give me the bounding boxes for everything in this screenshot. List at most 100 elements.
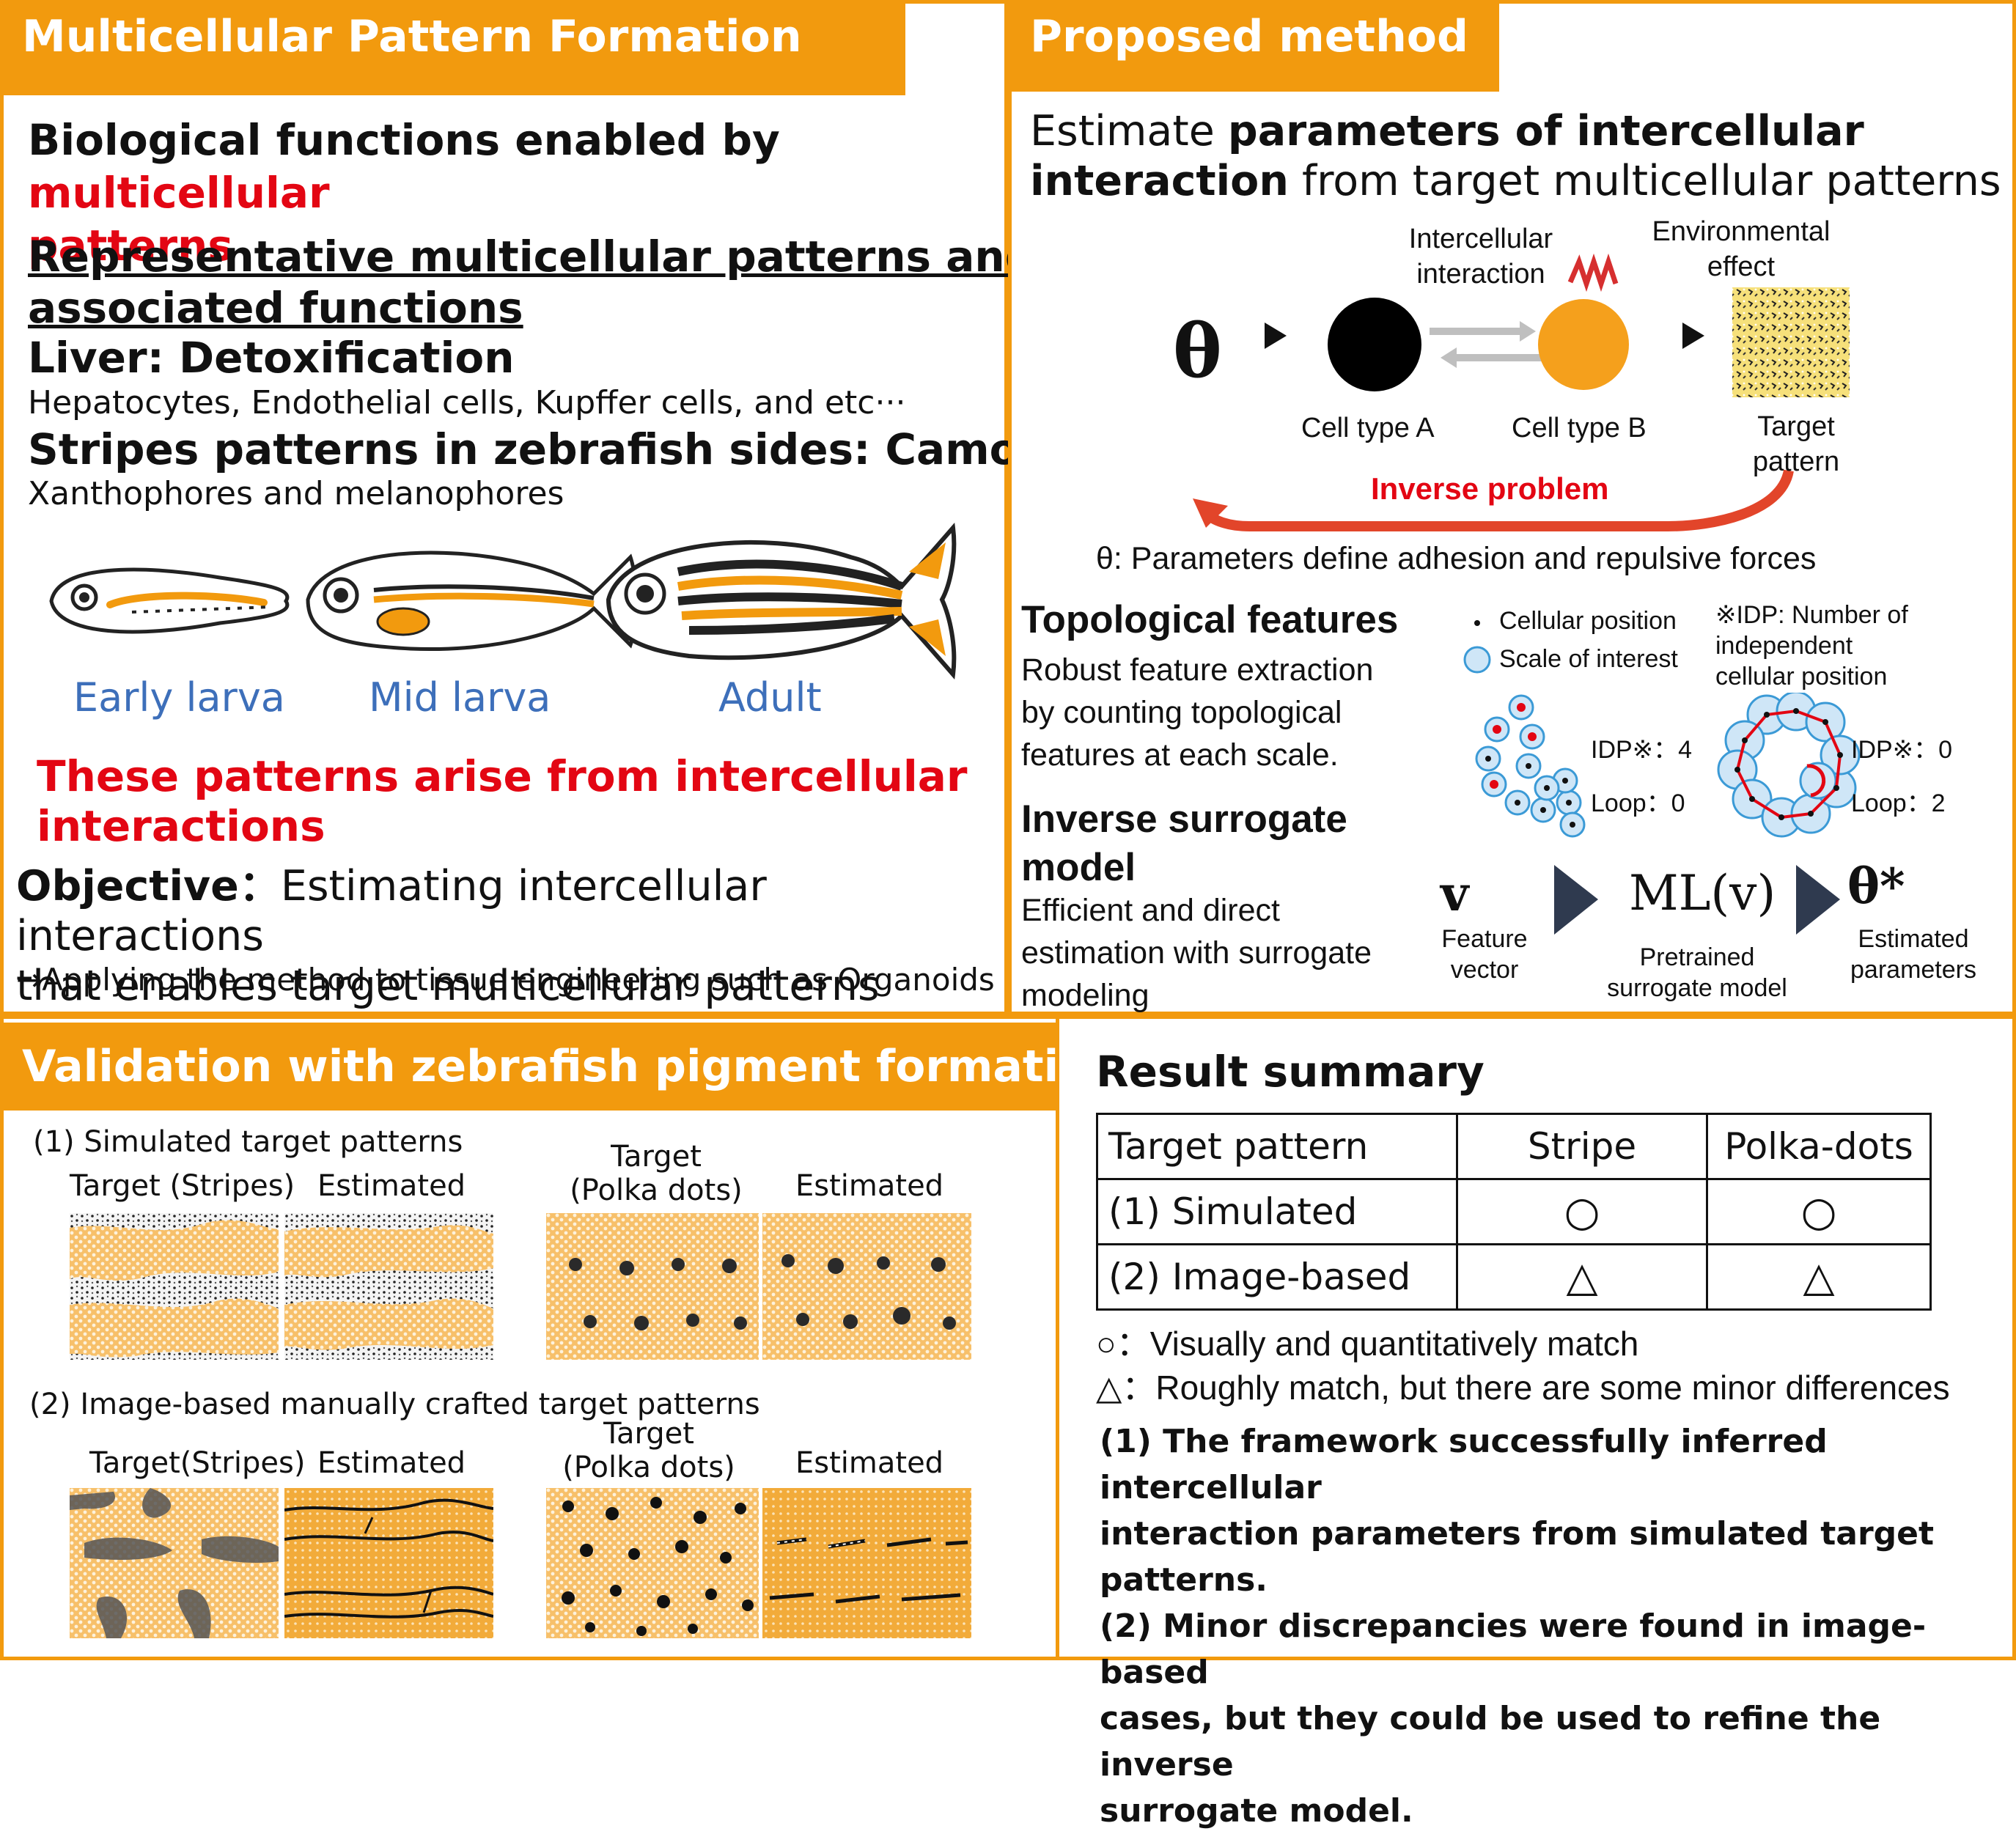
topo-line-2: by counting topological [1021,695,1342,730]
sim-polka-line-2: (Polka dots) [570,1174,743,1207]
table-header-cell: Polka-dots [1706,1113,1932,1180]
objective-label: Objective： [16,862,281,910]
table-cell: (2) Image-based [1096,1243,1458,1311]
inv-line-2: estimation with surrogate [1021,935,1372,971]
inverse-surrogate-title: Inverse surrogate model [1021,795,1347,892]
pretrained-line-1: Pretrained [1639,943,1755,971]
liver-cells: Hepatocytes, Endothelial cells, Kupffer … [28,384,906,421]
adult-fish-icon [606,522,957,680]
conclusions: (1) The framework successfully inferred … [1100,1418,2016,1834]
topo-desc: Robust feature extraction by counting to… [1021,649,1373,776]
intercellular-line-1: Intercellular [1408,224,1553,254]
arise-line-1: These patterns arise from intercellular [37,751,968,801]
formation-title: Multicellular Pattern Formation [0,0,905,95]
idp-note-2: independent [1715,632,1853,660]
table-header-cell: Target pattern [1096,1113,1458,1180]
idp-note-1: ※IDP: Number of [1715,601,1908,629]
stage-mid-larva: Mid larva [369,674,551,721]
stage-early-larva: Early larva [73,674,285,721]
stage-adult: Adult [718,674,822,721]
method-intro: Estimate parameters of intercellular int… [1030,106,2005,206]
img-polka-estimated [762,1488,971,1638]
legend-circle: ○：Visually and quantitatively match [1096,1325,1639,1363]
stripe-cells: Xanthophores and melanophores [28,475,564,512]
method-panel [1008,0,2016,1015]
sim-target-polka-label: Target(Polka dots) [568,1140,744,1207]
img-estimated-label-2: Estimated [795,1446,944,1480]
feature-line-2: vector [1450,956,1519,984]
validation-divider [1056,1015,1059,1660]
img-polka-target [546,1488,759,1638]
rep-patterns-heading: Representative multicellular patterns an… [28,231,1035,334]
arise-line-2: interactions [37,801,325,851]
est-text-c: interaction [1030,157,1289,205]
conclusion-line-3: (2) Minor discrepancies were found in im… [1100,1607,1927,1691]
cell-a-label: Cell type A [1301,413,1435,443]
est-text-b: parameters of intercellular [1227,107,1864,155]
rep-title-line-1: Representative multicellular patterns an… [28,232,1036,281]
results-table: Target pattern Stripe Polka-dots (1) Sim… [1096,1113,1932,1311]
img-title: (2) Image-based manually crafted target … [29,1388,760,1421]
legend-cell-position: Cellular position [1499,607,1677,635]
applying-note: →Applying the method to tissue engineeri… [16,962,995,998]
pretrained-label: Pretrained surrogate model [1591,942,1803,1003]
objective-text-1: Estimating intercellular interactions [16,862,767,960]
img-polka-line-1: Target [603,1417,694,1451]
bio-functions-highlight: multicellular [28,168,330,218]
validation-title: Validation with zebrafish pigment format… [0,1023,1147,1111]
conclusion-line-4: cases, but they could be used to refine … [1100,1700,1881,1783]
inv-line-3: modeling [1021,978,1149,1013]
idp-note-3: cellular position [1715,663,1888,690]
cell-b-label: Cell type B [1512,413,1647,443]
formation-panel [0,0,1008,1015]
table-cell: ○ [1456,1178,1708,1245]
sim-stripes-target [70,1213,279,1360]
sim-title: (1) Simulated target patterns [33,1125,463,1159]
img-stripes-estimated [284,1488,493,1638]
theta-definition: θ: Parameters define adhesion and repuls… [1096,541,1817,576]
early-larva-icon [49,567,290,634]
liver-title: Liver: Detoxification [28,333,515,383]
table-row: (2) Image-based △ △ [1096,1243,1932,1311]
topo-line-3: features at each scale. [1021,737,1339,773]
table-cell: △ [1706,1243,1932,1311]
inv-title-2: model [1021,846,1136,889]
topo-line-1: Robust feature extraction [1021,652,1374,688]
results-title: Result summary [1096,1047,1485,1097]
legend-triangle: △：Roughly match, but there are some mino… [1096,1369,1950,1407]
feature-vector-label: Feature vector [1430,924,1539,985]
theta-symbol: θ [1173,308,1222,394]
rep-title-line-2: associated functions [28,283,523,333]
conclusion-line-2: interaction parameters from simulated ta… [1100,1515,1935,1599]
sim-stripes-estimated [284,1213,493,1360]
feature-line-1: Feature [1441,925,1528,953]
sim-target-stripes-label: Target (Stripes) [70,1169,295,1203]
bio-functions-highlight-2: patterns [28,221,233,270]
idp-note: ※IDP: Number of independent cellular pos… [1715,600,1908,692]
sim-polka-line-1: Target [611,1140,702,1174]
loop-right: Loop：2 [1851,789,1946,817]
target-line-2: pattern [1752,446,1840,477]
loop-left: Loop：0 [1591,789,1685,817]
pretrained-line-2: surrogate model [1607,974,1787,1002]
table-cell: △ [1456,1243,1708,1311]
bio-functions-heading: Biological functions enabled by multicel… [28,114,996,272]
topology-examples [1475,693,1861,838]
inverse-problem-label: Inverse problem [1371,471,1609,506]
img-polka-line-2: (Polka dots) [562,1451,735,1484]
img-stripes-target [70,1488,279,1638]
inv-title-1: Inverse surrogate [1021,798,1347,841]
mid-larva-icon [306,550,638,652]
estimated-line-2: parameters [1850,956,1976,984]
idp-left: IDP※：4 [1591,736,1693,764]
sim-estimated-label-2: Estimated [795,1169,944,1203]
method-title: Proposed method [1008,0,1499,92]
sim-polka-estimated [762,1213,971,1360]
legend-scale: Scale of interest [1499,645,1678,673]
inv-line-1: Efficient and direct [1021,893,1280,928]
pipeline-diagram [1193,253,1850,531]
table-header-row: Target pattern Stripe Polka-dots [1096,1113,1932,1180]
theta-star-symbol: θ* [1847,858,1905,915]
